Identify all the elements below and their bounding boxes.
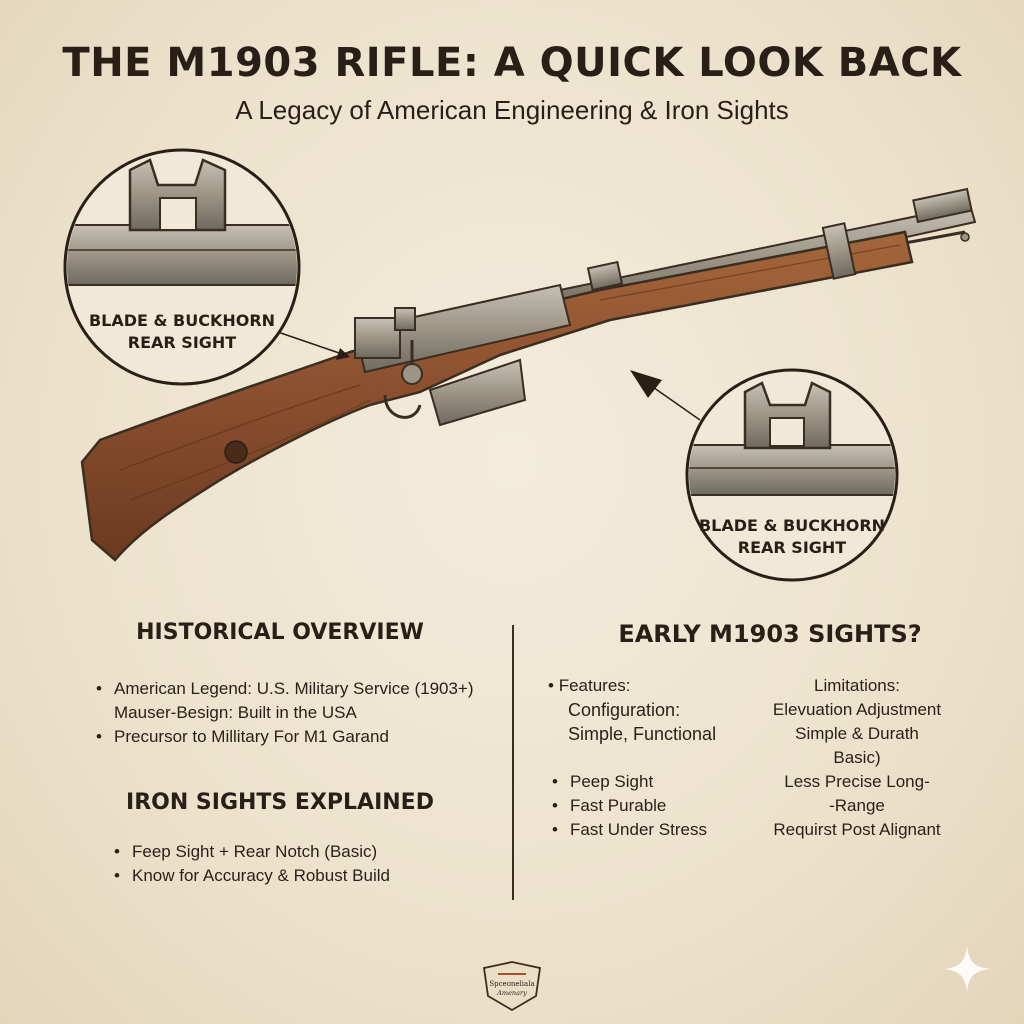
callout-left-line1: BLADE & BUCKHORN	[88, 311, 276, 330]
limitations-label: Limitations:	[814, 676, 900, 695]
features-list: •Peep Sight •Fast Purable •Fast Under St…	[548, 770, 748, 842]
list-item: •Fast Purable	[552, 796, 667, 815]
callout-circle-left	[63, 148, 301, 386]
limitation-line: -Range	[829, 796, 885, 815]
limitation-line: Requirst Post Alignant	[773, 820, 941, 839]
rifle-illustration	[63, 148, 977, 582]
list-item: •Know for Accuracy & Robust Build	[114, 866, 390, 885]
callout-arrow-left	[271, 329, 350, 360]
historical-overview-list: •American Legend: U.S. Military Service …	[92, 677, 502, 749]
list-item: •American Legend: U.S. Military Service …	[96, 679, 474, 698]
page-title: THE M1903 RIFLE: A QUICK LOOK BACK	[62, 40, 962, 86]
callout-right-line2: REAR SIGHT	[737, 538, 847, 557]
iron-sights-heading: IRON SIGHTS EXPLAINED	[126, 790, 434, 815]
callout-arrow-right	[630, 370, 701, 421]
iron-sights-list: •Feep Sight + Rear Notch (Basic) •Know f…	[110, 840, 490, 888]
limitation-line: Basic)	[833, 748, 881, 767]
barrel-band	[821, 222, 857, 280]
config-value: Simple, Functional	[568, 724, 717, 744]
limitation-line: Elevuation Adjustment	[772, 700, 942, 719]
shield-icon: Spceoneliala Amenary	[482, 961, 542, 1012]
limitation-line: Simple & Durath	[795, 724, 919, 743]
callout-right-line1: BLADE & BUCKHORN	[698, 516, 886, 535]
callout-circle-right	[685, 368, 899, 582]
page-subtitle: A Legacy of American Engineering & Iron …	[235, 95, 789, 125]
column-divider	[512, 625, 514, 900]
features-label: • Features:	[548, 676, 631, 695]
callout-label-left: BLADE & BUCKHORN REAR SIGHT	[82, 310, 282, 354]
list-item: •Feep Sight + Rear Notch (Basic)	[114, 842, 378, 861]
list-item: •Peep Sight	[552, 772, 654, 791]
limitations-block: Limitations: Elevuation Adjustment Simpl…	[752, 674, 962, 842]
armory-badge: Spceoneliala Amenary	[478, 960, 546, 1012]
early-sights-heading: EARLY M1903 SIGHTS?	[618, 620, 922, 648]
limitation-line: Less Precise Long-	[784, 772, 930, 791]
historical-overview-heading: HISTORICAL OVERVIEW	[136, 620, 424, 645]
badge-line1: Spceoneliala	[489, 980, 534, 988]
list-item: •Precursor to Millitary For M1 Garand	[96, 727, 389, 746]
badge-line2: Amenary	[496, 989, 527, 997]
list-item: Mauser-Besign: Built in the USA	[114, 703, 357, 722]
config-label: Configuration:	[568, 700, 681, 720]
rifle-receiver	[353, 260, 624, 427]
list-item: •Fast Under Stress	[552, 820, 707, 839]
features-block: • Features: Configuration: Simple, Funct…	[548, 674, 716, 746]
callout-label-right: BLADE & BUCKHORN REAR SIGHT	[692, 515, 892, 559]
sparkle-icon	[944, 946, 990, 992]
callout-left-line2: REAR SIGHT	[127, 333, 237, 352]
